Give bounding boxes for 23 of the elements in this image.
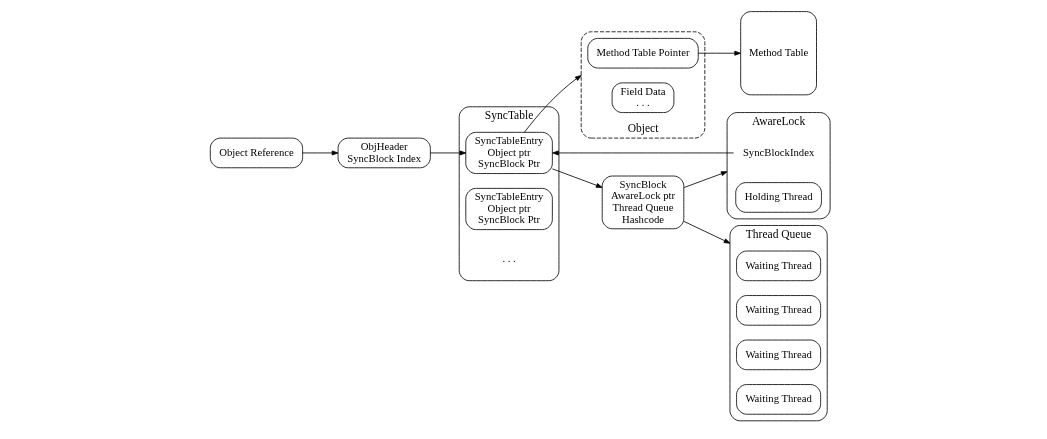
arrow xyxy=(683,221,731,244)
arrow xyxy=(552,150,735,156)
arrow xyxy=(302,150,339,156)
node-box: SyncTableEntry Object ptr SyncBlock Ptr xyxy=(465,131,553,174)
arrow xyxy=(697,50,741,56)
arrow xyxy=(524,75,582,133)
node-box: SyncBlock AwareLock ptr Thread Queue Hashcode xyxy=(601,175,685,230)
node-box: SyncTableEntry Object ptr SyncBlock Ptr xyxy=(465,188,553,230)
arrow xyxy=(552,168,603,188)
node-box: Holding Thread xyxy=(735,182,822,213)
node-box: Method Table Pointer xyxy=(587,37,699,69)
arrow xyxy=(430,150,467,156)
arrow xyxy=(683,171,728,188)
node-box: Object Reference xyxy=(209,137,304,169)
node-box: Waiting Thread xyxy=(736,295,822,326)
node-box: Field Data . . . xyxy=(611,82,675,113)
node-box: Waiting Thread xyxy=(736,250,822,282)
label: . . . xyxy=(502,252,516,265)
node-box: Waiting Thread xyxy=(736,339,822,371)
node-text: SyncBlockIndex xyxy=(742,145,815,158)
node-box: Method Table xyxy=(740,11,817,96)
node-box: Waiting Thread xyxy=(736,384,822,415)
node-box: ObjHeader SyncBlock Index xyxy=(337,137,431,169)
